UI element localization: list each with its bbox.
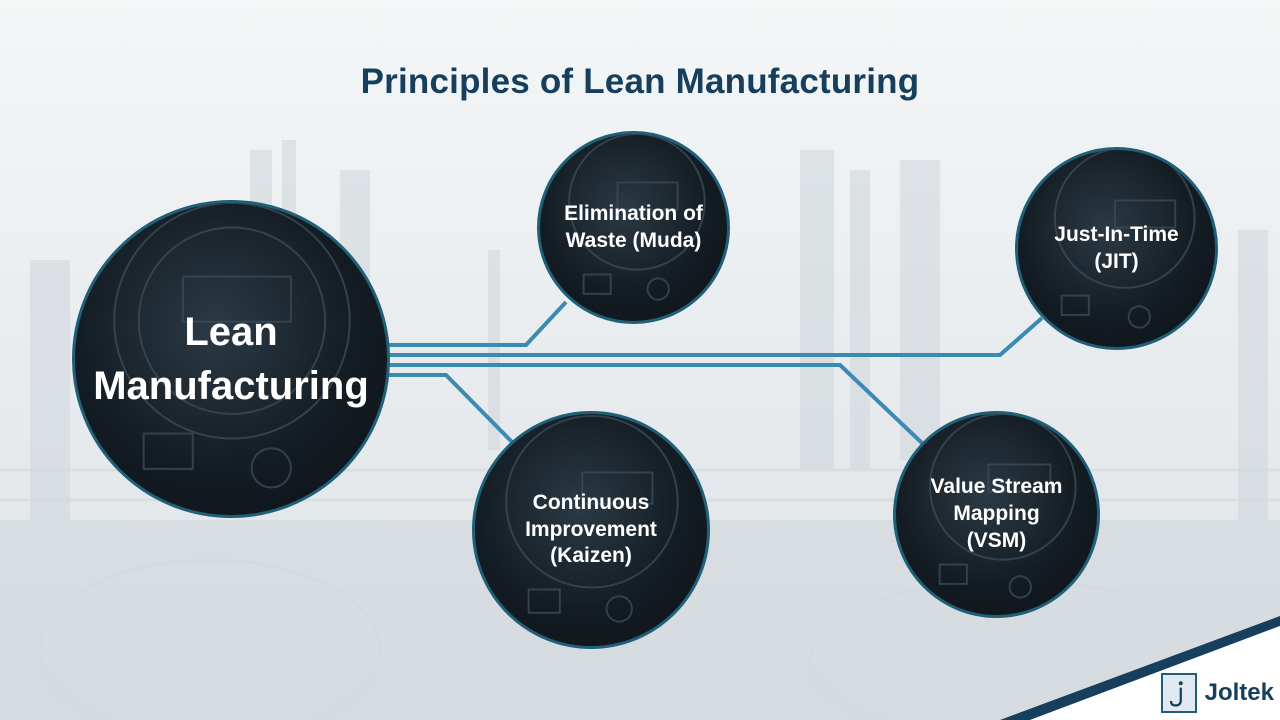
principle-label-waste: Elimination of Waste (Muda) (564, 201, 703, 252)
j-hook-logo-icon (1160, 673, 1197, 713)
principle-label-jit: Just-In-Time (JIT) (1054, 222, 1179, 273)
connector-waste (388, 300, 568, 347)
principle-node-vsm: Value Stream Mapping (VSM) (893, 411, 1100, 618)
principle-node-waste: Elimination of Waste (Muda) (537, 131, 730, 324)
lean-graphic-icon (568, 134, 706, 301)
brand-logo: Joltek (1160, 672, 1274, 714)
lean-graphic-icon (929, 414, 1077, 599)
principle-node-kaizen: Continuous Improvement (Kaizen) (472, 411, 710, 649)
lean-graphic-icon (113, 203, 351, 489)
lean-graphic-icon (505, 414, 679, 623)
principle-label-kaizen: Continuous Improvement (Kaizen) (525, 490, 657, 568)
principle-node-jit: Just-In-Time (JIT) (1015, 147, 1218, 350)
connector-jit (388, 316, 1044, 357)
connector-kaizen (388, 373, 514, 444)
page-title: Principles of Lean Manufacturing (360, 62, 920, 101)
connector-vsm (388, 363, 924, 445)
brand-name: Joltek (1204, 679, 1274, 706)
center-node-label: Lean Manufacturing (93, 310, 369, 408)
principle-label-vsm: Value Stream Mapping (VSM) (930, 475, 1063, 552)
lean-graphic-icon (1053, 150, 1196, 329)
center-node: Lean Manufacturing (72, 200, 390, 518)
